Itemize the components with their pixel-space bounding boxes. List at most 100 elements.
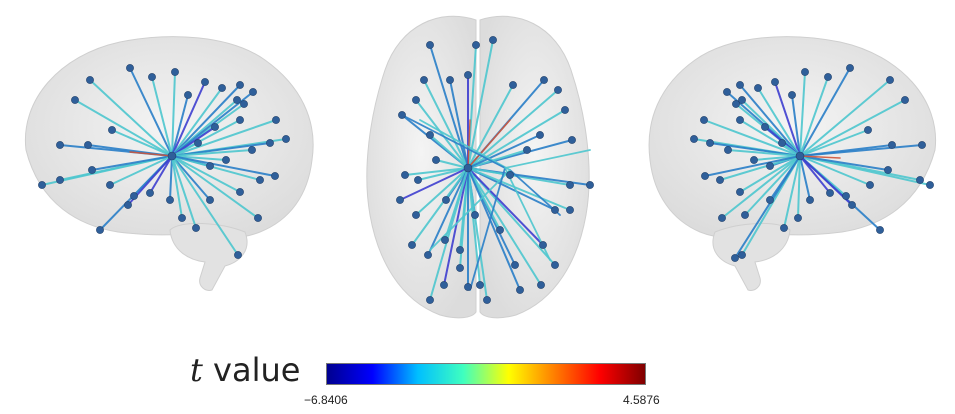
right-lateral-node	[806, 196, 814, 204]
axial-cross-edge	[401, 114, 506, 169]
right-lateral-node	[724, 146, 732, 154]
left-lateral-edge	[74, 99, 173, 157]
left-lateral-edge	[109, 155, 173, 186]
axial-node	[408, 241, 416, 249]
left-lateral-edge	[171, 126, 216, 157]
axial-edge	[427, 167, 469, 256]
axial-edge	[411, 167, 469, 246]
axial-node	[424, 251, 432, 259]
right-lateral-node	[866, 181, 874, 189]
axial-edge	[467, 167, 542, 286]
axial-node	[476, 281, 484, 289]
left-lateral-node	[282, 135, 290, 143]
left-lateral-edge	[171, 142, 199, 157]
colorbar-label-variable: t	[190, 351, 203, 389]
right-lateral-edge	[799, 67, 851, 157]
axial-node	[489, 36, 497, 44]
left-lateral-edge	[171, 155, 261, 181]
axial-node	[496, 226, 504, 234]
left-lateral-node	[201, 78, 209, 86]
left-lateral-node	[88, 166, 96, 174]
axial-node	[456, 264, 464, 272]
left-lateral-node	[233, 96, 241, 104]
right-lateral-node	[761, 123, 769, 131]
axial-node	[551, 206, 559, 214]
left-lateral-node	[38, 181, 46, 189]
left-lateral-edge	[171, 155, 239, 256]
right-lateral-node	[706, 139, 714, 147]
left-lateral-node	[236, 81, 244, 89]
right-lateral-positive-edge	[799, 155, 841, 159]
axial-edge	[467, 167, 544, 246]
left-lateral-positive-edge	[129, 151, 173, 157]
axial-node	[561, 106, 569, 114]
axial-node	[442, 196, 450, 204]
left-lateral-node	[124, 201, 132, 209]
left-lateral-node	[206, 196, 214, 204]
left-lateral-edge	[171, 84, 241, 157]
axial-positive-edge	[467, 119, 511, 169]
left-lateral-node	[236, 188, 244, 196]
axial-edge	[429, 134, 469, 169]
right-lateral-brain	[648, 36, 937, 291]
left-lateral-node	[84, 141, 92, 149]
axial-node	[516, 286, 524, 294]
axial-brain-right-hemisphere	[479, 15, 590, 319]
axial-node	[471, 211, 479, 219]
left-lateral-node	[222, 156, 230, 164]
right-lateral-node	[738, 251, 746, 259]
right-lateral-node	[736, 116, 744, 124]
right-lateral-edge	[703, 119, 801, 157]
axial-node	[554, 86, 562, 94]
right-lateral-edge	[774, 81, 801, 157]
right-lateral-edge	[799, 76, 829, 157]
right-lateral-node	[886, 76, 894, 84]
left-lateral-node	[211, 123, 219, 131]
axial-cross-edge	[469, 167, 506, 291]
network-edges	[41, 39, 931, 301]
right-lateral-node	[732, 100, 740, 108]
right-lateral-node	[723, 88, 731, 96]
left-lateral-node	[256, 176, 264, 184]
right-lateral-node	[918, 141, 926, 149]
axial-node	[537, 281, 545, 289]
left-lateral-node	[146, 189, 154, 197]
axial-edge	[415, 99, 469, 169]
right-lateral-node	[846, 64, 854, 72]
right-lateral-edge	[799, 155, 889, 171]
axial-node	[412, 211, 420, 219]
axial-node	[566, 206, 574, 214]
right-lateral-node	[718, 214, 726, 222]
right-lateral-edge	[799, 155, 831, 194]
right-lateral-node	[876, 226, 884, 234]
left-lateral-edge	[171, 94, 189, 157]
axial-edge	[404, 167, 469, 176]
axial-hub-node	[463, 163, 473, 173]
right-lateral-node	[778, 139, 786, 147]
axial-node	[426, 131, 434, 139]
axial-edge	[467, 109, 566, 169]
left-lateral-edge	[149, 155, 173, 194]
axial-node	[511, 261, 519, 269]
left-lateral-edge	[89, 79, 173, 157]
axial-node	[401, 171, 409, 179]
axial-edge	[467, 39, 494, 169]
right-brain-cerebellum	[712, 223, 791, 291]
axial-node	[472, 41, 480, 49]
colorbar-gradient	[326, 363, 646, 385]
right-lateral-node	[690, 135, 698, 143]
left-lateral-edge	[171, 155, 197, 229]
right-lateral-node	[916, 176, 924, 184]
right-lateral-node	[771, 78, 779, 86]
right-lateral-edge	[739, 155, 801, 193]
right-lateral-edge	[739, 84, 801, 157]
left-lateral-edge	[111, 129, 173, 157]
axial-node	[536, 131, 544, 139]
colorbar-max-label: 4.5876	[623, 393, 660, 407]
axial-node	[456, 246, 464, 254]
left-lateral-node	[166, 196, 174, 204]
axial-edge	[443, 167, 469, 286]
axial-node	[540, 76, 548, 84]
axial-edge	[467, 167, 488, 301]
right-lateral-node	[848, 201, 856, 209]
